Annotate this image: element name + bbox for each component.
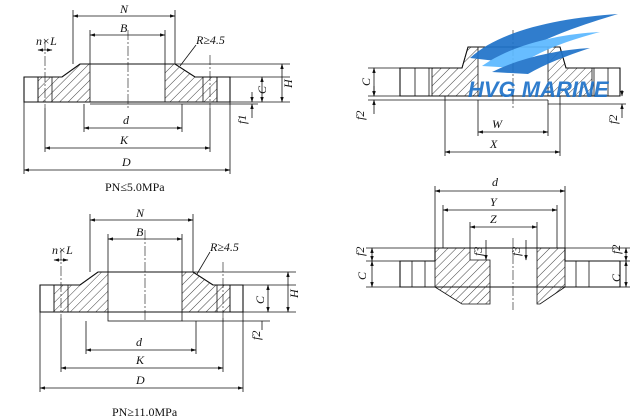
label-f2-right: f2	[606, 115, 620, 124]
label-B: B	[136, 225, 144, 239]
label-nxl: n×L	[52, 243, 73, 257]
hvg-marine-watermark: HVG MARINE	[468, 14, 618, 102]
section-hatch-right	[164, 63, 218, 103]
watermark-text: HVG MARINE	[468, 77, 610, 102]
label-f2: f2	[249, 331, 263, 340]
caption-pn11: PN≥11.0MPa	[112, 405, 178, 419]
section-hatch-left	[53, 271, 109, 313]
label-f3-right: f3	[509, 247, 523, 256]
label-f3-left: f3	[471, 247, 485, 256]
section-hatch-left	[37, 63, 91, 103]
label-B: B	[120, 21, 128, 35]
label-N: N	[135, 206, 145, 220]
label-C: C	[253, 295, 267, 304]
label-f1: f1	[235, 115, 249, 124]
label-d: d	[123, 113, 130, 127]
flange-drawing-pn11: N B n×L R≥4.5 d K D C H	[39, 206, 301, 419]
label-H: H	[281, 78, 295, 89]
label-C: C	[255, 85, 269, 94]
section-hatch-left	[431, 46, 479, 97]
label-f2-left: f2	[353, 111, 367, 120]
label-K: K	[135, 353, 145, 367]
label-C-right: C	[609, 273, 623, 282]
label-d: d	[136, 335, 143, 349]
label-C-left: C	[355, 271, 369, 280]
label-D: D	[135, 373, 145, 387]
label-H: H	[287, 288, 301, 299]
label-D: D	[121, 155, 131, 169]
caption-pn5: PN≤5.0MPa	[105, 180, 165, 194]
label-W: W	[492, 117, 503, 131]
flange-drawing-y-z: d Y Z f3 f3 f2 C f2 C	[353, 175, 630, 310]
label-N: N	[119, 2, 129, 16]
label-radius: R≥4.5	[209, 240, 239, 254]
label-d: d	[492, 175, 499, 189]
label-f2-left: f2	[353, 247, 367, 256]
label-nxl: n×L	[36, 34, 57, 48]
flange-drawing-pn5: N B n×L R≥4.5 d K D C H	[23, 2, 295, 194]
label-C: C	[359, 77, 373, 86]
label-X: X	[489, 137, 498, 151]
section-hatch-right	[536, 247, 566, 305]
label-radius: R≥4.5	[195, 33, 225, 47]
ship-wave-icon	[470, 14, 618, 62]
section-hatch-right	[547, 46, 593, 97]
label-Y: Y	[490, 195, 498, 209]
label-K: K	[119, 133, 129, 147]
label-Z: Z	[490, 212, 497, 226]
label-f2-right: f2	[609, 245, 623, 254]
section-hatch-left	[434, 247, 491, 305]
